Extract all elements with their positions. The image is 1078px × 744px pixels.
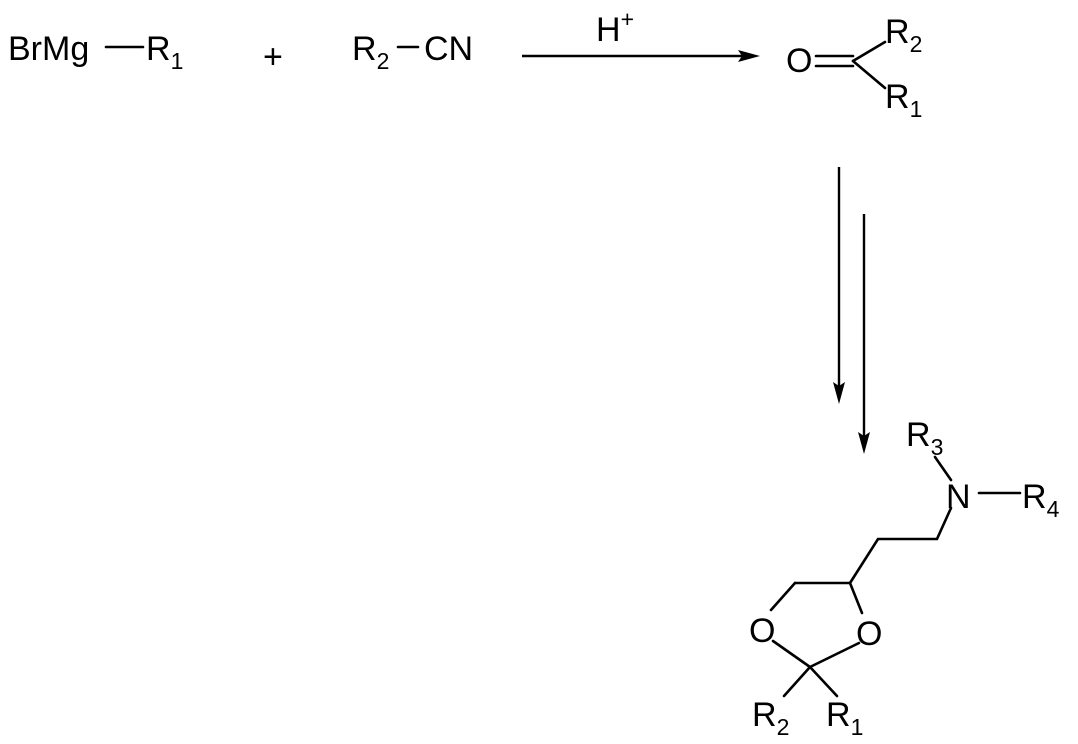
ketone-product: O R2 R1: [786, 13, 922, 122]
grignard-prefix: BrMg: [8, 30, 89, 68]
grignard-r1-label: R1: [146, 30, 183, 74]
plus-sign: +: [263, 38, 283, 76]
amine-r4-label: R4: [1022, 478, 1060, 522]
nitrile-group-label: CN: [424, 30, 473, 68]
nitrile-r2-label: R2: [352, 30, 389, 74]
ring-ch2-o-bond: [771, 583, 795, 610]
ketone-r1-label: R1: [885, 78, 922, 122]
ketal-r1-bond: [810, 667, 837, 696]
ring-o-c-right-bond: [810, 643, 859, 667]
ethylene-chain: [850, 508, 951, 583]
dioxolane-amine-product: R3 N R4 O O R2 R1: [749, 416, 1060, 740]
acid-condition-label: H+: [596, 6, 634, 49]
grignard-reagent: BrMg R1: [8, 30, 183, 74]
ketal-r1-label: R1: [826, 696, 863, 740]
ring-oxygen-right-label: O: [856, 615, 882, 653]
acid-arrow: H+: [522, 6, 760, 62]
n-r3-bond: [935, 457, 951, 480]
nitrile-reagent: R2 CN: [352, 30, 473, 74]
ketal-r2-bond: [784, 667, 810, 696]
ketone-r2-label: R2: [885, 13, 922, 57]
ketone-c-r1-bond: [853, 61, 885, 88]
ring-o-c-left-bond: [773, 641, 810, 667]
ring-oxygen-left-label: O: [749, 612, 775, 650]
vertical-arrows: [833, 167, 870, 454]
ketone-oxygen-label: O: [786, 42, 812, 80]
ketone-c-r2-bond: [853, 42, 885, 61]
ketal-r2-label: R2: [752, 696, 789, 740]
ring-ch-o-bond: [850, 583, 862, 613]
amine-r3-label: R3: [906, 416, 943, 460]
